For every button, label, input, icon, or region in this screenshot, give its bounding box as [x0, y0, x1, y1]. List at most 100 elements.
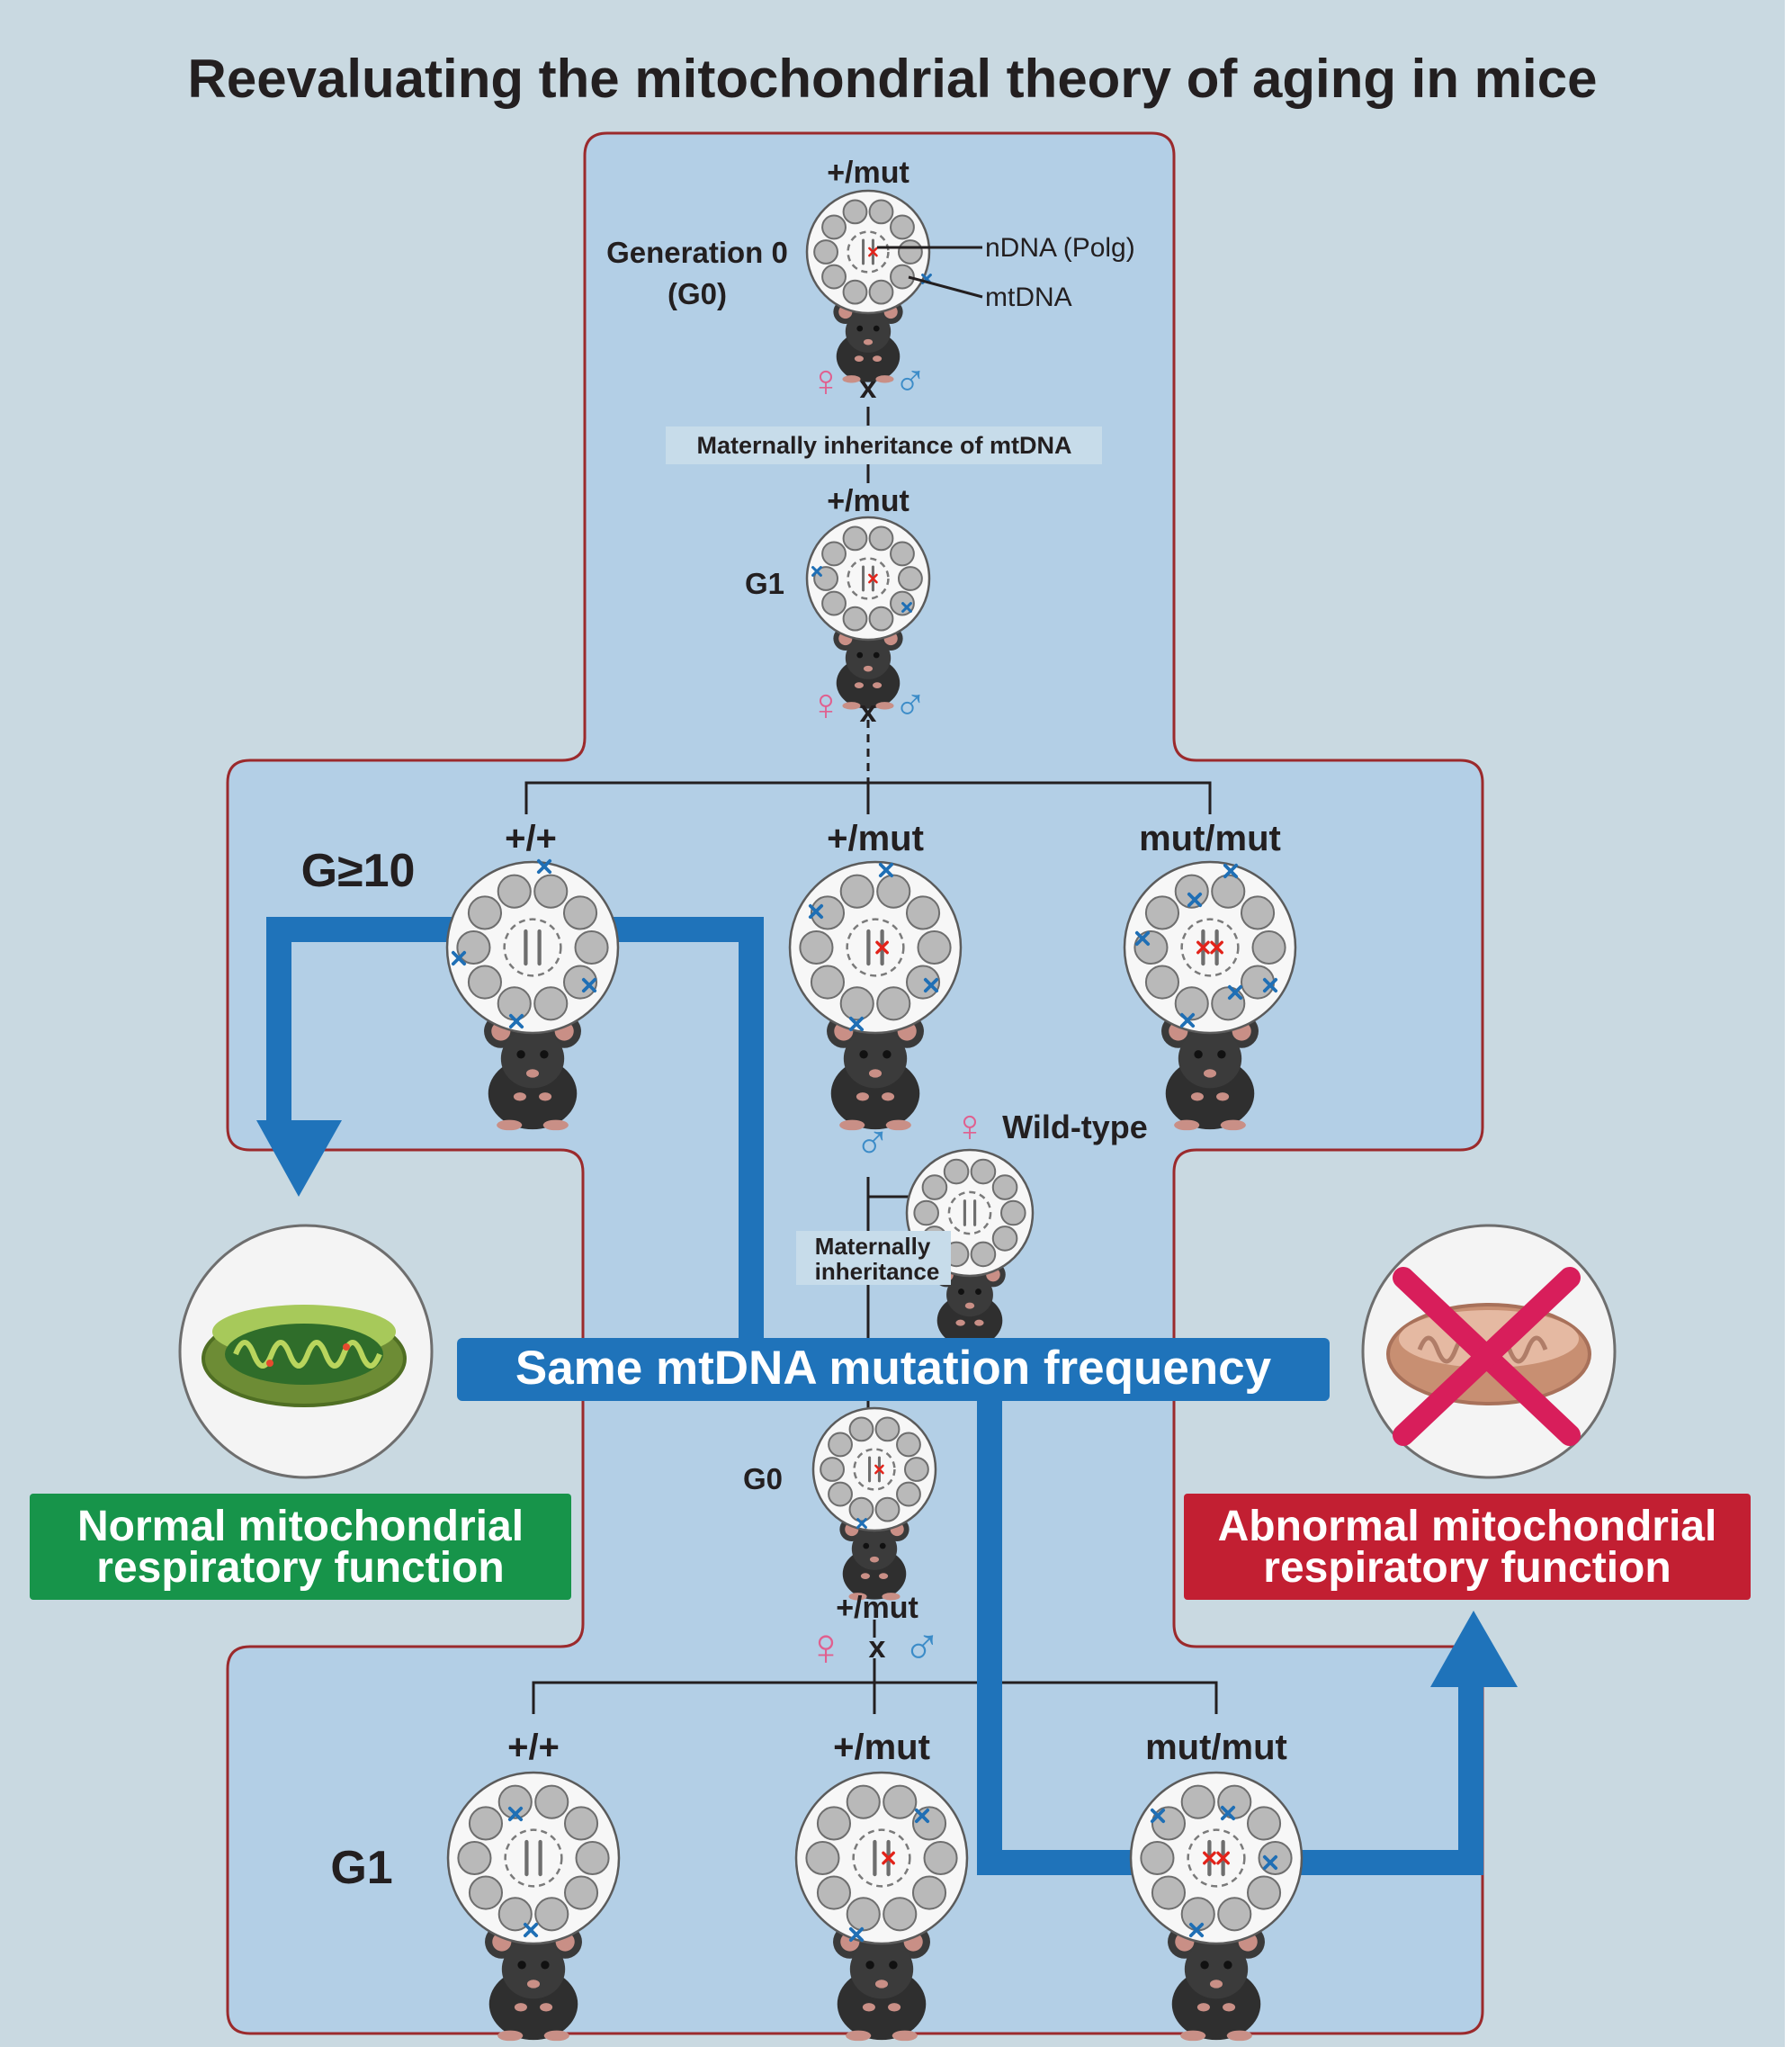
mitochondrion-dot	[805, 1840, 840, 1876]
same-frequency-banner	[457, 1338, 1330, 1401]
node-wildtype	[905, 1148, 1035, 1348]
mitochondrion-dot	[497, 986, 532, 1021]
mitochondrion-dot	[868, 279, 894, 305]
mitochondrion-dot	[813, 239, 839, 265]
cross-symbol: x	[860, 371, 877, 405]
maternal-inheritance-bg	[796, 1231, 951, 1285]
mitochondrion-dot	[816, 1806, 852, 1841]
abnormal-outcome-box	[1184, 1494, 1751, 1600]
node-g1-het	[794, 1771, 969, 2042]
nucleus	[852, 1828, 911, 1888]
arrowhead-abnormal	[1430, 1611, 1518, 1687]
same-frequency-text: Same mtDNA mutation frequency	[515, 1342, 1272, 1395]
wildtype-label: Wild-type	[1002, 1109, 1148, 1145]
crossed-mitochondrion-icon	[1361, 1224, 1617, 1479]
mitochondrion-dot	[821, 541, 847, 567]
mitochondrion-dot	[842, 525, 868, 552]
cross-top-1: ♀ x ♂	[809, 355, 927, 406]
mitochondrion-dot	[467, 895, 503, 930]
female-symbol-icon: ♀	[809, 355, 843, 406]
mitochondrion-dot	[896, 1481, 921, 1507]
mitochondrion-dot	[497, 874, 532, 909]
mitochondrion-dot	[970, 1158, 997, 1185]
g0-genotype: +/mut	[827, 156, 909, 190]
mitochondrion-dot	[456, 929, 491, 965]
nucleus	[947, 1190, 992, 1235]
mitochondrion-dot	[468, 1875, 504, 1910]
mitochondrion-dot	[562, 965, 598, 1000]
mitochondrion-dot	[848, 1416, 874, 1442]
mitochondrion-dot	[497, 1897, 533, 1932]
male-symbol-icon: ♂	[893, 679, 927, 730]
mitochondrion-dot	[828, 1432, 853, 1458]
mitochondrion-dot	[563, 1806, 599, 1841]
mitochondrion-dot	[810, 965, 846, 1000]
mitochondrion-dot	[842, 199, 868, 225]
mitochondrion-dot	[533, 986, 569, 1021]
mitochondrion-dot	[868, 199, 894, 225]
mitochondrion-dot	[991, 1174, 1018, 1200]
mitochondrion-dot	[820, 1457, 846, 1482]
female-symbol-icon: ♀	[953, 1100, 987, 1151]
mitochondrion-dot	[1144, 965, 1180, 1000]
mitochondrion-dot	[1211, 986, 1246, 1021]
mitochondrion-dot	[1140, 1840, 1175, 1876]
mitochondrion-dot	[799, 929, 834, 965]
callout-ndna: nDNA (Polg)	[985, 233, 1135, 263]
mitochondrion-dot	[943, 1158, 970, 1185]
mitochondrion-dot	[890, 264, 915, 290]
mitochondrion-dot	[562, 895, 598, 930]
nucleus	[503, 918, 562, 977]
female-symbol-icon: ♀	[806, 1618, 846, 1676]
mitochondrion-dot	[842, 606, 868, 632]
mitochondrion-dot	[1180, 1897, 1215, 1932]
g1-genotype-1: +/+	[507, 1728, 560, 1767]
g10-genotype-1: +/+	[505, 819, 557, 858]
mitochondrion-dot	[868, 606, 894, 632]
cross-symbol: x	[869, 1630, 886, 1665]
g0-callouts: nDNA (Polg) mtDNA	[877, 233, 1135, 312]
g1-genotype-2: +/mut	[833, 1728, 930, 1767]
mitochondrion-dot	[1246, 1806, 1282, 1841]
nucleus	[846, 918, 905, 977]
mitochondrion-dot	[1246, 1875, 1282, 1910]
nucleus	[847, 557, 890, 600]
abnormal-outcome-line1: Abnormal mitochondrial	[1218, 1503, 1717, 1550]
mitochondrion-dot	[1144, 895, 1180, 930]
arrowhead-normal	[256, 1120, 342, 1197]
inheritance-label-bg	[666, 426, 1102, 464]
mitochondrion-dot	[876, 874, 911, 909]
nucleus	[847, 230, 890, 274]
mitochondrion-dot	[468, 1806, 504, 1841]
mitochondrion-dot	[1217, 1897, 1252, 1932]
mitochondrion-dot	[911, 1875, 947, 1910]
mitochondrion-dot	[1000, 1199, 1026, 1226]
mitochondrion-dot	[842, 279, 868, 305]
cross-symbol: x	[860, 695, 877, 729]
mitochondrion-dot	[876, 986, 911, 1021]
node-g1-hom	[1129, 1771, 1304, 2042]
mitochondrion-dot	[457, 1840, 492, 1876]
node-g0	[805, 189, 932, 383]
mitochondrion-dot	[563, 1875, 599, 1910]
mitochondrion-dot	[917, 929, 952, 965]
mitochondrion-dot	[898, 239, 923, 265]
mitochondrion-dot	[890, 541, 915, 567]
mitochondrion-dot	[991, 1226, 1018, 1252]
mitochondrion-dot	[868, 525, 894, 552]
mitochondrion-dot	[533, 874, 569, 909]
node-bottom-g0	[811, 1406, 937, 1601]
nucleus	[1187, 1828, 1246, 1888]
mitochondrion-icon	[178, 1224, 434, 1479]
mitochondrion-dot	[970, 1241, 997, 1268]
mitochondrion-dot	[874, 1416, 900, 1442]
mitochondrion-dot	[921, 1174, 948, 1200]
mitochondrion-dot	[913, 1199, 939, 1226]
mitochondrion-dot	[896, 1432, 921, 1458]
mitochondrion-dot	[821, 264, 847, 290]
mitochondrion-dot	[828, 1481, 853, 1507]
normal-outcome-box	[30, 1494, 571, 1600]
mitochondrion-dot	[1217, 1784, 1252, 1819]
bottom-g0-genotype: +/mut	[836, 1591, 918, 1625]
